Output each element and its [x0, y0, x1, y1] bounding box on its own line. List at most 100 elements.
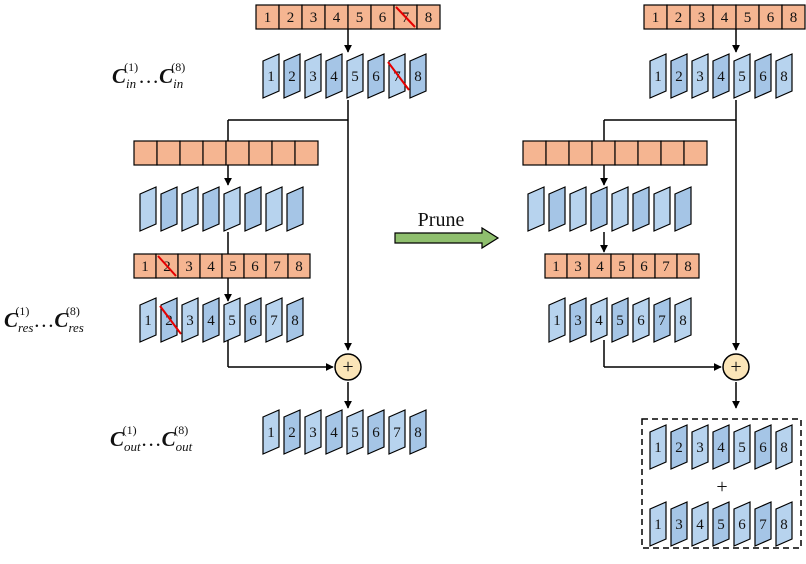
- left-add-plus: +: [342, 356, 353, 378]
- right-inner_channels-channel-box: [591, 140, 616, 166]
- left-res_filters-filter-number: 6: [249, 313, 257, 329]
- channel-and-filter-rows: 1234567812345678123456781234567812345678…: [133, 4, 806, 547]
- right-out_filters_a-filter: [712, 424, 730, 470]
- left-res_filters-filter: [181, 297, 199, 343]
- right-res_channels-channel-number: 4: [596, 259, 604, 275]
- left-res_channels-prune-mark: [157, 255, 177, 277]
- left-res_filters-filter-number: 2: [165, 313, 173, 329]
- right-top_channels-channel-number: 5: [744, 10, 752, 26]
- left-res_channels-channel-number: 7: [273, 259, 281, 275]
- left-inner_channels-channel-box: [133, 140, 158, 166]
- right-out_filters_b-filter: [775, 501, 793, 547]
- left-res_filters-filter: [244, 297, 262, 343]
- left-inner_filters-filter: [265, 186, 283, 232]
- right-res_filters-filter: [590, 297, 608, 343]
- left-top_channels-channel-number: 1: [264, 10, 272, 26]
- right-inner_filters-filter: [611, 186, 629, 232]
- right-out_filters_a-filter: [670, 424, 688, 470]
- left-in_filters-filter: [283, 53, 301, 99]
- right-inner_filters-filter-row: [527, 186, 692, 232]
- left-res_filters-filter: [286, 297, 304, 343]
- left-in_filters-filter: [325, 53, 343, 99]
- left-res_filters-filter-number: 5: [228, 313, 236, 329]
- right-inner_filters-filter: [632, 186, 650, 232]
- left-inner_channels-channel-box: [156, 140, 181, 166]
- right-out_filters_b-filter-number: 7: [759, 517, 767, 533]
- left-in_filters-filter: [346, 53, 364, 99]
- left-out_filters-filter-number: 2: [288, 425, 296, 441]
- left-out_filters-filter-number: 8: [414, 425, 422, 441]
- right-out_filters_a-filter: [754, 424, 772, 470]
- left-inner_filters-filter: [139, 186, 157, 232]
- right-top_channels-channel-box: [781, 4, 806, 30]
- right-inner_filters-filter: [674, 186, 692, 232]
- prune-arrow-group: Prune: [394, 209, 500, 250]
- right-inner_channels-channel-box: [568, 140, 593, 166]
- left-res_filters-filter-number: 3: [186, 313, 194, 329]
- left-res_filters-filter-number: 8: [291, 313, 299, 329]
- left-in_filters-filter-number: 5: [351, 69, 359, 85]
- left-top_channels-channel-number: 6: [379, 10, 387, 26]
- right-in_filters-filter: [670, 53, 688, 99]
- right-top_channels-channel-number: 2: [675, 10, 683, 26]
- right-out_filters_b-filter: [712, 501, 730, 547]
- right-out_filters_b-filter-number: 4: [696, 517, 704, 533]
- right-out_filters_a-filter-number: 2: [675, 440, 683, 456]
- c-in-label: Cin(1)…Cin(8): [112, 60, 185, 91]
- left-in_filters-filter-number: 3: [309, 69, 317, 85]
- left-in_filters-filter-number: 2: [288, 69, 296, 85]
- right-in_filters-filter-number: 3: [696, 69, 704, 85]
- right-inner_channels-channel-box: [545, 140, 570, 166]
- left-inner_filters-filter: [286, 186, 304, 232]
- right-out_filters_a-filter-number: 3: [696, 440, 704, 456]
- right-top_channels-channel-number: 1: [652, 10, 660, 26]
- right-out_filters_a-filter: [649, 424, 667, 470]
- left-out_filters-filter: [367, 409, 385, 455]
- right-out_filters_b-filter: [691, 501, 709, 547]
- left-in_filters-prune-mark: [387, 61, 410, 91]
- right-in_filters-filter-number: 5: [738, 69, 746, 85]
- left-res_channels-channel-number: 1: [141, 259, 149, 275]
- left-res_channels-channel-number: 8: [295, 259, 303, 275]
- left-res_channels-channel-number: 6: [251, 259, 259, 275]
- left-out_filters-filter: [388, 409, 406, 455]
- left-out_filters-filter: [409, 409, 427, 455]
- left-res_channels-channel-number: 5: [229, 259, 237, 275]
- right-in_filters-filter: [712, 53, 730, 99]
- right-in_filters-filter: [775, 53, 793, 99]
- left-inner_channels-channel-box: [271, 140, 296, 166]
- right-res_filters-filter-number: 7: [658, 313, 666, 329]
- right-add-plus: +: [730, 356, 741, 378]
- right-out_filters_b-filter-number: 3: [675, 517, 683, 533]
- right-res_channels-channel-number: 1: [552, 259, 560, 275]
- left-inner_channels-channel-box: [248, 140, 273, 166]
- right-in_filters-filter: [649, 53, 667, 99]
- c-res-label: Cres(1)…Cres(8): [4, 304, 84, 335]
- left-inner_filters-filter: [223, 186, 241, 232]
- right-inner_channels-channel-row: [522, 140, 708, 166]
- left-out_filters-filter: [283, 409, 301, 455]
- right-out_filters_b-filter-number: 5: [717, 517, 725, 533]
- right-top_channels-channel-number: 6: [767, 10, 775, 26]
- right-add-node: +: [722, 353, 750, 381]
- right-inner_channels-channel-box: [522, 140, 547, 166]
- right-in_filters-filter-number: 8: [780, 69, 788, 85]
- right-res_filters-filter: [674, 297, 692, 343]
- left-res_filters-filter-number: 1: [144, 313, 152, 329]
- right-res_channels-channel-number: 3: [574, 259, 582, 275]
- left-res_filters-filter-number: 4: [207, 313, 215, 329]
- left-out_filters-filter-number: 1: [267, 425, 275, 441]
- left-res_channels-channel-box: [287, 253, 311, 279]
- right-out_filters_b-filter-number: 8: [780, 517, 788, 533]
- left-top_channels-channel-number: 3: [310, 10, 318, 26]
- left-res_filters-filter: [265, 297, 283, 343]
- right-res_filters-filter-number: 5: [616, 313, 624, 329]
- right-out_filters_b-filter: [754, 501, 772, 547]
